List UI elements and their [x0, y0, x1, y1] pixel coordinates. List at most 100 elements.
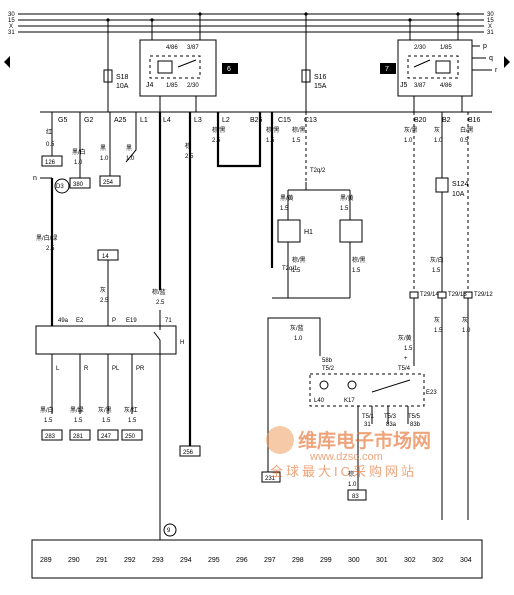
- svg-text:0.5: 0.5: [460, 138, 469, 144]
- svg-text:www.dzsc.com: www.dzsc.com: [309, 451, 383, 463]
- svg-text:E19: E19: [126, 318, 137, 324]
- power-bus: 30 15 X 31 30 15 X 31: [8, 12, 494, 36]
- svg-text:黑/黄: 黑/黄: [280, 194, 294, 202]
- fuse-s16: S16 15A: [301, 69, 327, 90]
- svg-text:301: 301: [376, 557, 388, 564]
- svg-text:2/30: 2/30: [414, 45, 426, 51]
- p-circuit: 14 灰 2.5 棕/蓝 2.5: [97, 249, 166, 326]
- svg-text:1.0: 1.0: [126, 156, 135, 162]
- svg-text:4/86: 4/86: [166, 45, 178, 51]
- svg-text:247: 247: [101, 434, 112, 440]
- svg-text:1.5: 1.5: [340, 206, 349, 212]
- svg-text:维库电子市场网: 维库电子市场网: [298, 429, 431, 452]
- svg-text:P: P: [112, 318, 116, 324]
- svg-text:1.5: 1.5: [128, 418, 137, 424]
- svg-text:1.5: 1.5: [44, 418, 53, 424]
- svg-text:棕/黑: 棕/黑: [352, 256, 366, 264]
- ref-256: 256: [179, 445, 201, 457]
- lamp-l40-icon: [319, 380, 329, 390]
- svg-text:黑/白: 黑/白: [40, 406, 54, 414]
- left-arrow-icon: [4, 56, 10, 68]
- svg-text:S124: S124: [452, 181, 468, 188]
- svg-text:10A: 10A: [452, 191, 465, 198]
- svg-text:棕: 棕: [185, 142, 191, 150]
- svg-text:棕/黑: 棕/黑: [292, 126, 306, 134]
- svg-text:1.0: 1.0: [348, 482, 357, 488]
- svg-text:1.0: 1.0: [74, 160, 83, 166]
- svg-text:83b: 83b: [410, 422, 421, 428]
- svg-text:T2q/2: T2q/2: [310, 168, 326, 174]
- svg-text:L3: L3: [194, 117, 202, 124]
- horn-circuit: T2q/2 黑/黄 1.5 黑/黄 1.5 H1 T2q/1 棕/黑 1.5 棕…: [272, 168, 366, 299]
- svg-text:1.5: 1.5: [266, 138, 275, 144]
- relay-j4: 4/86 3/87 1/85 2/30 J4: [139, 12, 217, 112]
- svg-text:L4: L4: [163, 117, 171, 124]
- svg-text:L40: L40: [314, 398, 325, 404]
- svg-text:300: 300: [348, 557, 360, 564]
- horn-left-icon: [277, 219, 301, 243]
- svg-text:E2: E2: [76, 318, 84, 324]
- svg-text:C13: C13: [304, 117, 317, 124]
- node-d3: [54, 178, 70, 194]
- svg-text:黑/白: 黑/白: [72, 148, 86, 156]
- svg-text:B25: B25: [250, 117, 263, 124]
- svg-text:298: 298: [292, 557, 304, 564]
- svg-text:棕/黑: 棕/黑: [266, 126, 280, 134]
- bus-label-x-right: X: [488, 24, 492, 30]
- svg-text:0.5: 0.5: [46, 142, 55, 148]
- svg-text:H: H: [180, 340, 184, 346]
- svg-text:灰: 灰: [462, 316, 468, 324]
- svg-text:S18: S18: [116, 74, 129, 81]
- svg-text:B20: B20: [414, 117, 427, 124]
- svg-text:白/黑: 白/黑: [460, 126, 474, 134]
- svg-text:6: 6: [227, 66, 231, 73]
- svg-text:1.5: 1.5: [432, 268, 441, 274]
- svg-text:L1: L1: [140, 117, 148, 124]
- svg-text:B16: B16: [468, 117, 481, 124]
- bus-label-15: 15: [8, 18, 15, 24]
- horn-right-icon: [339, 219, 363, 243]
- svg-text:E23: E23: [426, 390, 437, 396]
- svg-text:58b: 58b: [322, 358, 333, 364]
- svg-text:297: 297: [264, 557, 276, 564]
- svg-text:1.0: 1.0: [294, 336, 303, 342]
- svg-text:2.5: 2.5: [100, 298, 109, 304]
- svg-text:1.0: 1.0: [100, 156, 109, 162]
- svg-text:4/86: 4/86: [440, 83, 452, 89]
- right-arrow-icon: [504, 56, 510, 68]
- svg-text:83a: 83a: [386, 422, 397, 428]
- svg-text:棕/蓝: 棕/蓝: [152, 288, 166, 296]
- svg-text:1.0: 1.0: [462, 328, 471, 334]
- svg-text:1.0: 1.0: [404, 138, 413, 144]
- svg-text:15A: 15A: [314, 83, 327, 90]
- svg-text:A25: A25: [114, 117, 127, 124]
- svg-text:PL: PL: [112, 366, 120, 372]
- svg-text:B2: B2: [442, 117, 451, 124]
- svg-text:1.5: 1.5: [280, 206, 289, 212]
- svg-text:49a: 49a: [58, 318, 69, 324]
- svg-text:302: 302: [432, 557, 444, 564]
- node-9: [163, 523, 177, 537]
- svg-text:r: r: [495, 67, 498, 74]
- bus-label-30: 30: [8, 12, 15, 18]
- svg-text:2.5: 2.5: [212, 138, 221, 144]
- svg-text:C15: C15: [278, 117, 291, 124]
- svg-text:T5/2: T5/2: [322, 366, 335, 372]
- svg-text:83: 83: [352, 494, 359, 500]
- slot-7: 7: [380, 63, 396, 74]
- svg-text:灰: 灰: [100, 286, 106, 294]
- bus-label-x: X: [9, 24, 13, 30]
- svg-text:H1: H1: [304, 229, 313, 236]
- svg-text:灰/白: 灰/白: [430, 256, 444, 264]
- svg-text:黑/黄: 黑/黄: [340, 194, 354, 202]
- svg-text:281: 281: [73, 434, 84, 440]
- svg-text:T5/1: T5/1: [362, 414, 375, 420]
- svg-text:1/85: 1/85: [440, 45, 452, 51]
- svg-text:红: 红: [46, 128, 52, 136]
- svg-text:1.5: 1.5: [292, 268, 301, 274]
- svg-text:289: 289: [40, 557, 52, 564]
- bus-label-15-right: 15: [487, 18, 494, 24]
- svg-text:L: L: [56, 366, 60, 372]
